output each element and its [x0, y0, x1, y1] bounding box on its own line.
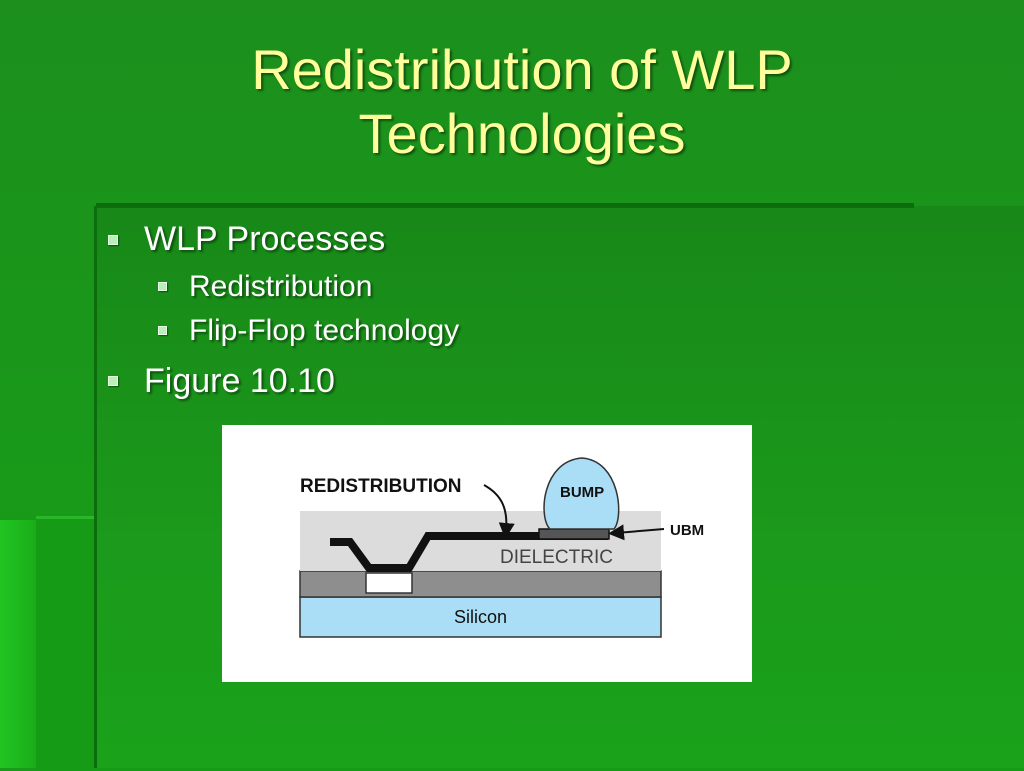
- title-divider: [96, 203, 914, 208]
- redistribution-trace: [330, 532, 608, 572]
- redistribution-arrow: [483, 484, 515, 539]
- bullet-marker-icon: [108, 376, 118, 386]
- label-bump: BUMP: [560, 484, 604, 501]
- bond-pad: [365, 572, 413, 594]
- sub-bullet-redistribution: Redistribution: [189, 270, 373, 303]
- solder-bump: [543, 457, 620, 530]
- label-dielectric: DIELECTRIC: [500, 547, 613, 568]
- label-redistribution: REDISTRIBUTION: [300, 476, 462, 497]
- bullet-wlp-processes: WLP Processes: [144, 220, 386, 258]
- label-ubm: UBM: [670, 522, 704, 539]
- label-silicon: Silicon: [454, 607, 507, 627]
- slide-title-line-2: Technologies: [358, 102, 686, 165]
- background-accent-strip: [0, 520, 40, 768]
- passivation-layer: [299, 570, 662, 598]
- bullet-figure-10-10: Figure 10.10: [144, 362, 335, 400]
- ubm-layer: [538, 528, 610, 540]
- figure-wlp-cross-section: REDISTRIBUTION BUMP UBM DIELECTRIC Silic…: [222, 425, 752, 682]
- sub-bullet-flip-flop: Flip-Flop technology: [189, 314, 460, 347]
- slide-title-line-1: Redistribution of WLP: [251, 38, 793, 101]
- wlp-diagram: REDISTRIBUTION BUMP UBM DIELECTRIC Silic…: [299, 457, 704, 638]
- slide-title: Redistribution of WLP Technologies: [100, 38, 944, 166]
- bullet-marker-icon: [108, 235, 118, 245]
- sub-bullet-marker-icon: [158, 326, 167, 335]
- sub-bullet-marker-icon: [158, 282, 167, 291]
- ubm-arrow: [608, 524, 665, 541]
